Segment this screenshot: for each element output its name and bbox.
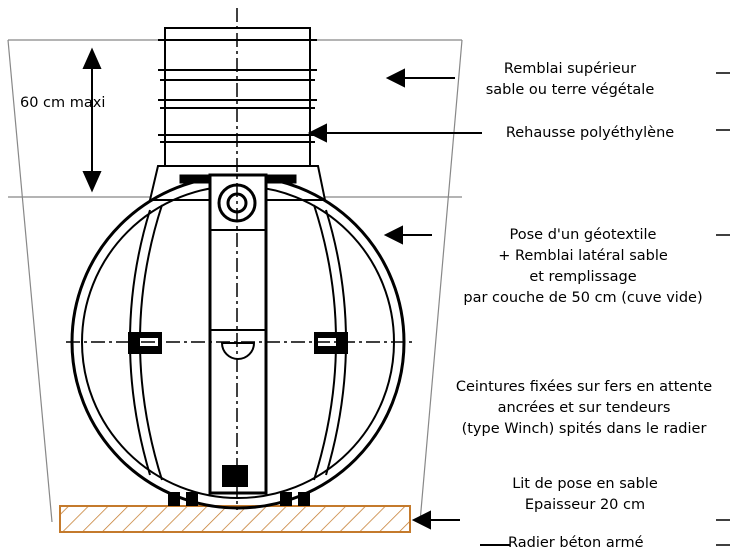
- label-arrows: [307, 68, 510, 546]
- tick-marks: [716, 72, 730, 546]
- label-slab: Radier béton armé: [508, 535, 644, 551]
- label-backfill-top: Remblai supérieur sable ou terre végétal…: [485, 61, 655, 98]
- centre-lines: [66, 8, 412, 510]
- depth-label: 60 cm maxi: [20, 95, 106, 111]
- label-straps: Ceintures fixées sur fers en attente anc…: [455, 379, 713, 437]
- trench-outline: [7, 39, 463, 523]
- sand-bed-slab: [59, 505, 411, 533]
- depth-arrow: [82, 47, 102, 193]
- label-sand-bed: Lit de pose en sable Epaisseur 20 cm: [512, 476, 658, 513]
- label-side-backfill: Pose d'un géotextile + Remblai latéral s…: [463, 227, 703, 306]
- tank-feet: [168, 492, 310, 506]
- label-riser: Rehausse polyéthylène: [505, 125, 675, 141]
